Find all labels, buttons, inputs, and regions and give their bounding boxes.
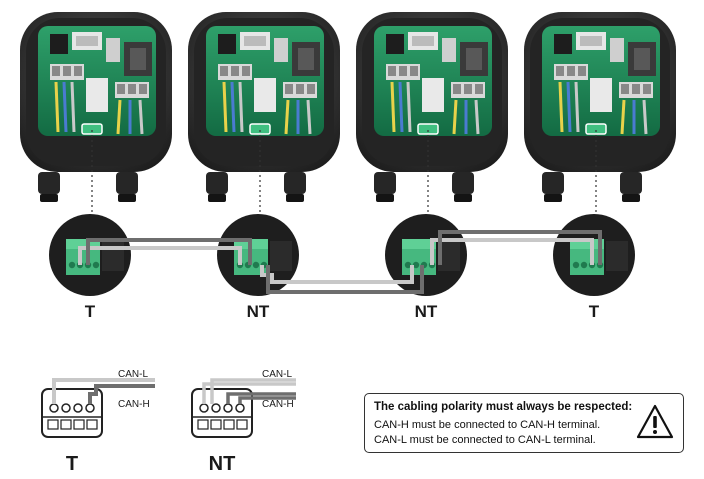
polarity-note: The cabling polarity must always be resp…: [364, 393, 684, 453]
note-line-can-h: CAN-H must be connected to CAN-H termina…: [374, 419, 601, 431]
legend-t-can-l: CAN-L: [118, 369, 148, 380]
unit-label-3: NT: [415, 302, 438, 321]
charger-unit-3: [354, 10, 510, 204]
legend-terminated: [41, 378, 155, 438]
legend-non-terminated: [191, 378, 296, 438]
unit-label-1: T: [85, 302, 96, 321]
note-title: The cabling polarity must always be resp…: [374, 401, 633, 413]
charger-unit-4: [522, 10, 678, 204]
legend-nt-label: NT: [209, 453, 236, 475]
bus-cables: [78, 230, 602, 294]
charger-unit-1: [18, 10, 174, 204]
warning-triangle-icon: [636, 404, 674, 439]
unit-label-2: NT: [247, 302, 270, 321]
charger-unit-2: [186, 10, 342, 204]
legend-t-can-h: CAN-H: [118, 399, 150, 410]
note-line-can-l: CAN-L must be connected to CAN-L termina…: [374, 434, 596, 446]
unit-label-4: T: [589, 302, 600, 321]
legend-t-label: T: [66, 453, 78, 475]
legend-nt-can-h: CAN-H: [262, 399, 294, 410]
legend-nt-can-l: CAN-L: [262, 369, 292, 380]
